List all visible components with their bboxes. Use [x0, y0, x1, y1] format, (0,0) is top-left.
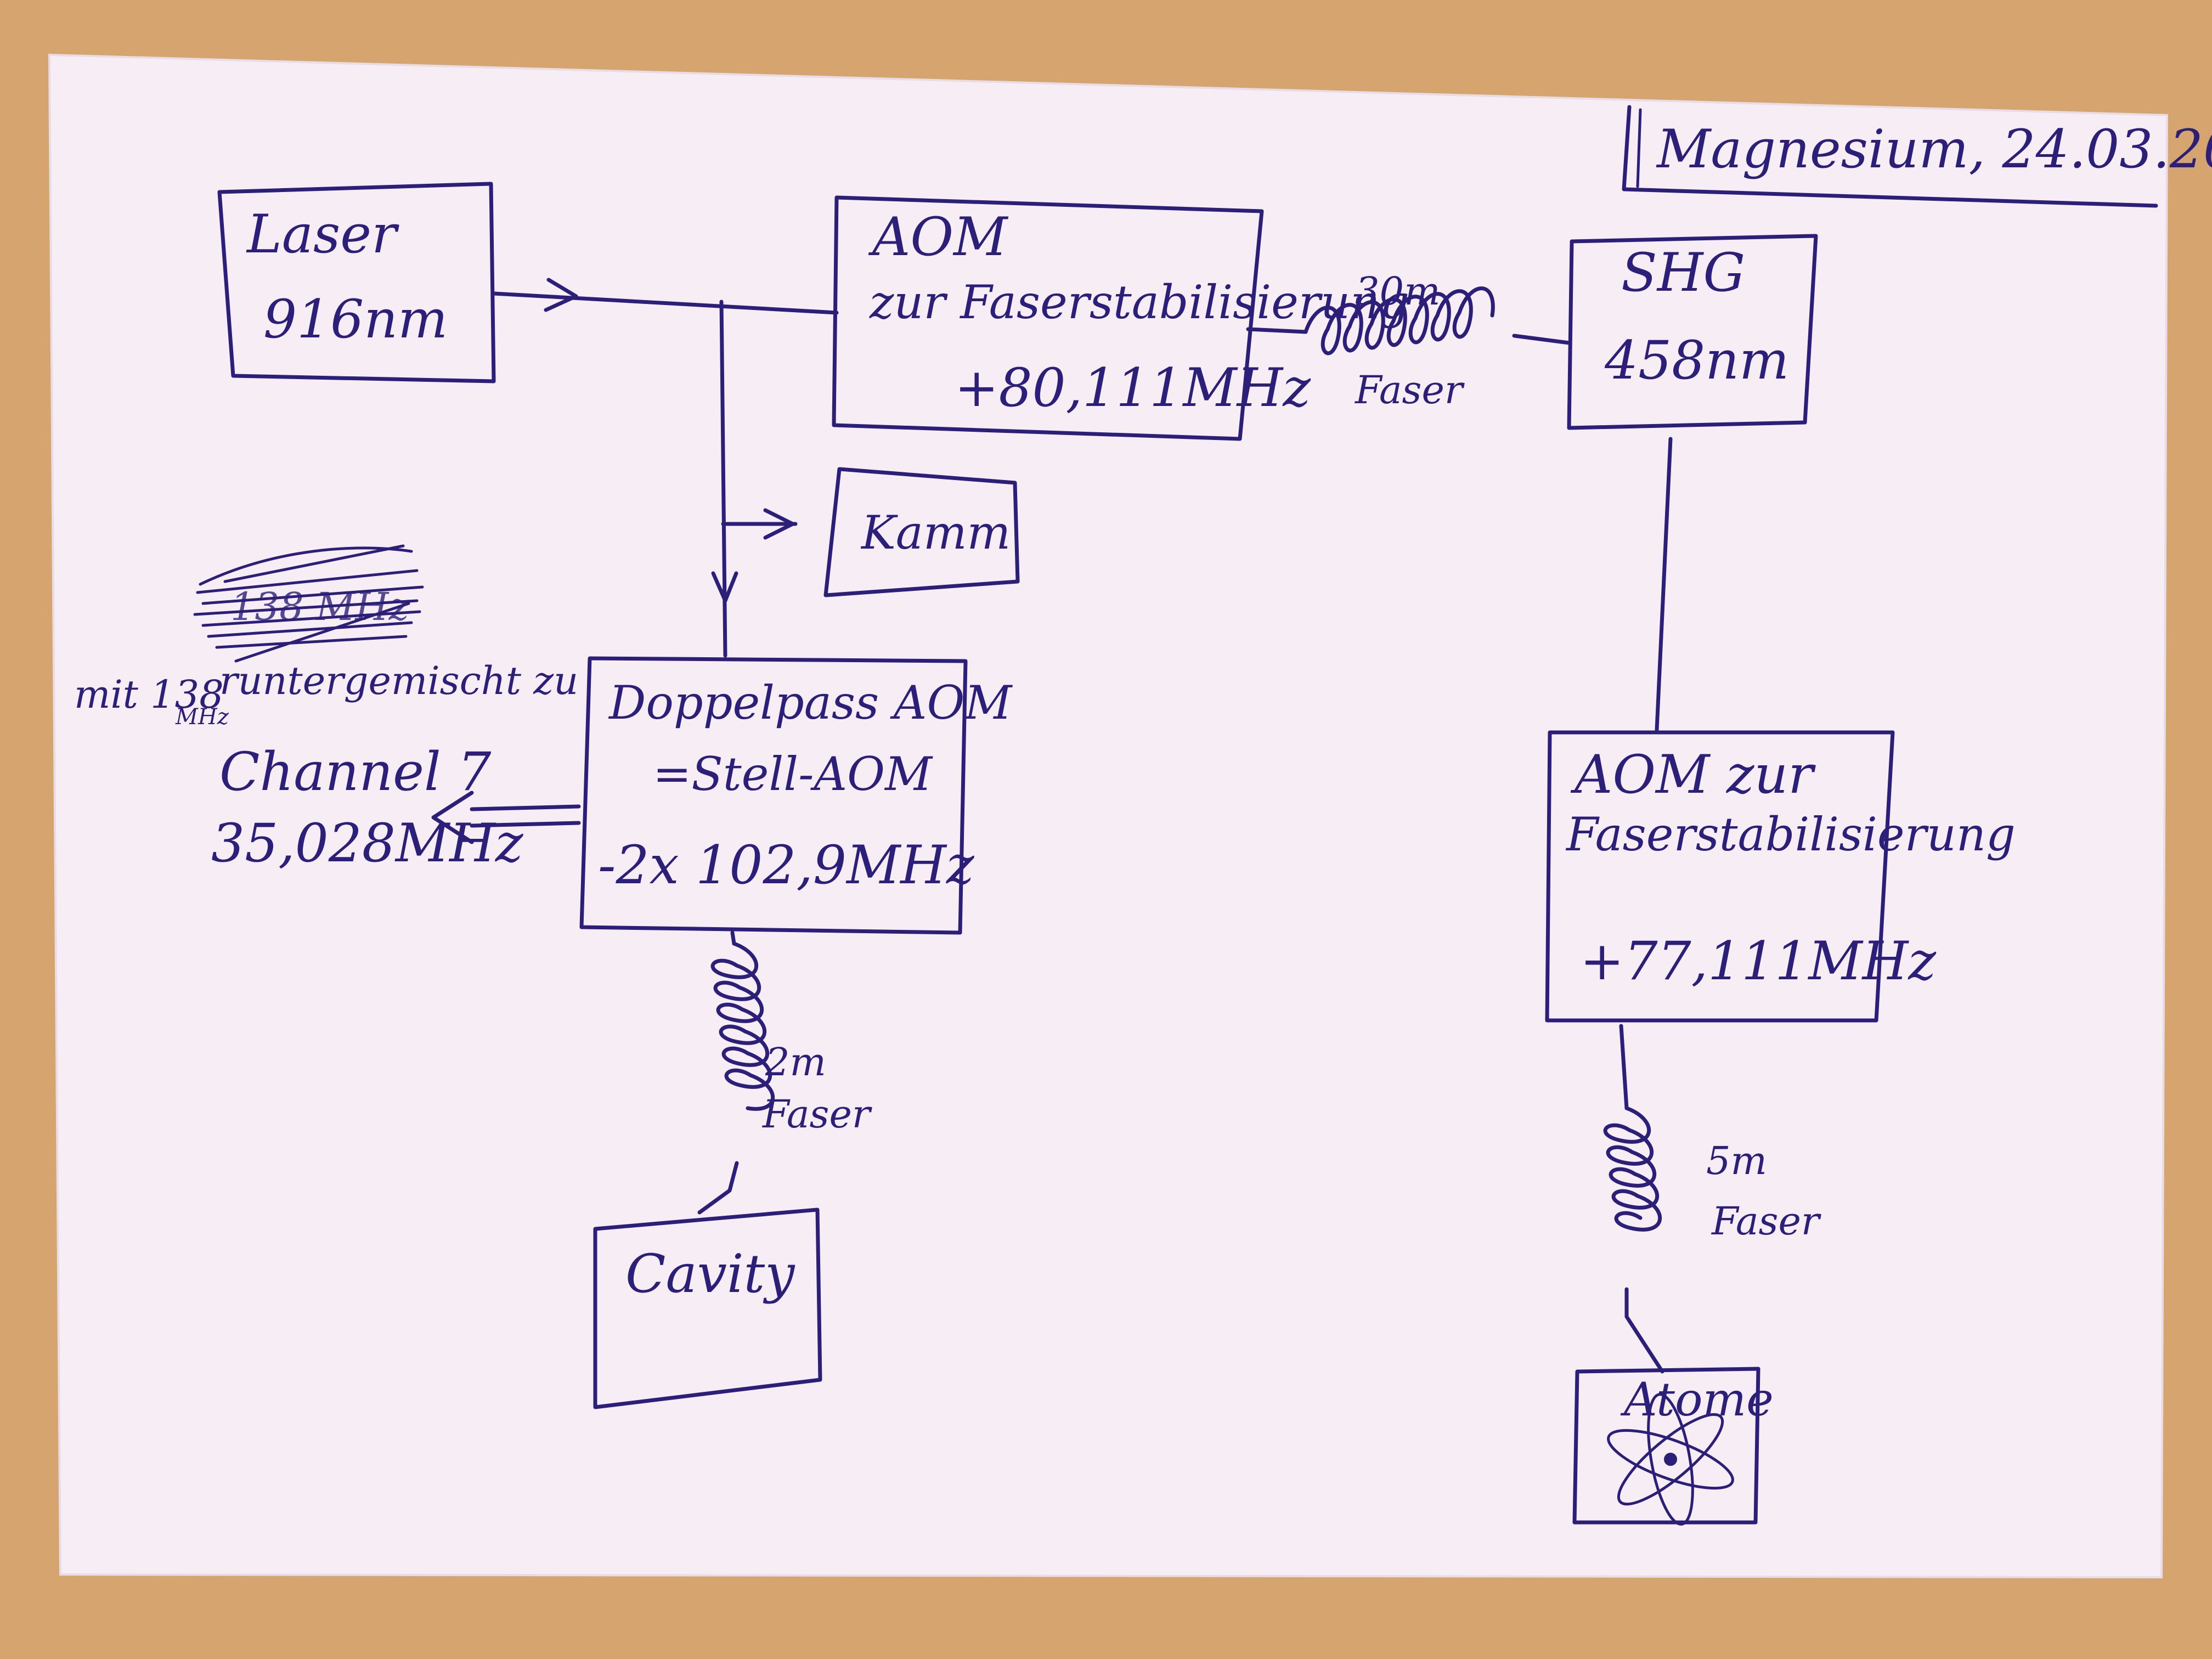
aom1-purpose: zur Faserstabilisierung — [869, 275, 1409, 329]
aom2-frequency: +77,111MHz — [1580, 930, 1937, 992]
scribble-strike — [193, 544, 424, 663]
shg-wavelength: 458nm — [1604, 330, 1789, 391]
fiber-coil-2m: 2m Faser — [697, 930, 872, 1215]
laser-wavelength: 916nm — [263, 289, 448, 350]
side-note: 138 MHz mit 138 MHz runtergemischt zu Ch… — [74, 544, 581, 874]
arrow-head-kamm — [763, 508, 795, 540]
aom2-title: AOM zur — [1570, 744, 1816, 805]
atome-label: Atome — [1620, 1373, 1774, 1426]
atome-block: Atome — [1572, 1367, 1774, 1526]
note-subscript: MHz — [175, 704, 229, 730]
arrow-head-laser — [544, 278, 578, 312]
fiber-2m-label: Faser — [761, 1092, 872, 1137]
channel-label: Channel 7 — [219, 741, 491, 803]
doppelpass-frequency: -2x 102,9MHz — [598, 834, 975, 896]
header-text: Magnesium, 24.03.2017 — [1656, 119, 2212, 180]
fiber-5m-length: 5m — [1706, 1138, 1767, 1183]
laser-block: Laser 916nm — [217, 182, 496, 383]
note-prefix: mit 138 — [74, 672, 224, 717]
aom-fiber-stabilization-1: AOM zur Faserstabilisierung +80,111MHz — [832, 195, 1409, 441]
aom-fiber-stabilization-2: AOM zur Faserstabilisierung +77,111MHz — [1545, 730, 2016, 1023]
doppelpass-title: Doppelpass AOM — [608, 676, 1013, 730]
laser-label: Laser — [246, 204, 399, 265]
arrow-head-down — [711, 571, 738, 603]
fiber-30m-length: 30m — [1355, 269, 1440, 314]
output-double-arrow — [431, 791, 581, 844]
aom2-purpose: Faserstabilisierung — [1565, 808, 2016, 861]
fiber-30m-label: Faser — [1354, 368, 1465, 413]
note-suffix: runtergemischt zu — [219, 658, 578, 703]
fiber-coil-5m: 5m Faser — [1603, 1024, 1821, 1374]
shg-block: SHG 458nm — [1567, 234, 1818, 430]
beam-laser-to-aom — [492, 291, 839, 315]
fiber-coil-30m: 30m Faser — [1246, 269, 1571, 413]
fiber-5m-label: Faser — [1711, 1199, 1821, 1244]
atom-icon — [1607, 1393, 1734, 1526]
shg-label: SHG — [1621, 242, 1745, 303]
cavity-block: Cavity — [593, 1207, 822, 1409]
kamm-label: Kamm — [860, 506, 1011, 560]
kamm-block: Kamm — [823, 467, 1020, 597]
fiber-2m-length: 2m — [765, 1040, 826, 1085]
aom1-frequency: +80,111MHz — [955, 357, 1311, 419]
doppelpass-aom-block: Doppelpass AOM =Stell-AOM -2x 102,9MHz — [579, 656, 1013, 935]
aom1-title: AOM — [868, 206, 1009, 268]
header-note: Magnesium, 24.03.2017 — [1622, 105, 2212, 208]
cavity-label: Cavity — [625, 1243, 795, 1305]
doppelpass-subtitle: =Stell-AOM — [653, 747, 933, 801]
beam-shg-to-aom2 — [1655, 437, 1673, 732]
channel-frequency: 35,028MHz — [211, 812, 524, 874]
